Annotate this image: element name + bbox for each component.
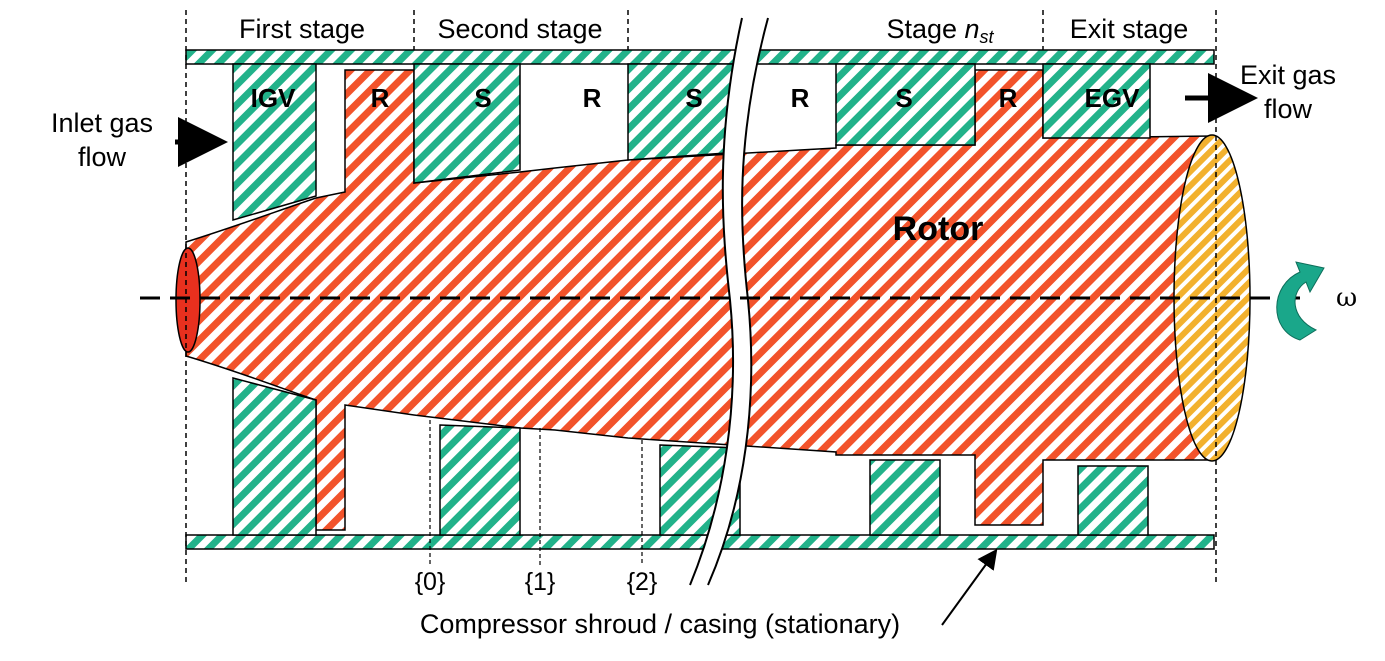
egv-upper [1042, 63, 1151, 139]
blade-label-egv: EGV [1085, 83, 1141, 113]
stage-label-second: Second stage [437, 14, 602, 44]
blade-label-s1: S [474, 83, 491, 113]
blade-label-s3: S [895, 83, 912, 113]
hub-inlet-face [175, 247, 201, 353]
lower-casing [185, 534, 1215, 550]
upper-casing [185, 49, 1215, 65]
stage-label-exit: Exit stage [1070, 14, 1189, 44]
omega-label: ω [1336, 283, 1357, 313]
break-line-right [707, 17, 769, 586]
stator3-lower [869, 459, 941, 536]
stage-label-nst: Stage nst [886, 14, 994, 47]
blade-label-r3: R [791, 83, 810, 113]
blade-label-r4: R [999, 83, 1018, 113]
blade-label-s2: S [685, 83, 702, 113]
blade-label-r1: R [371, 83, 390, 113]
rotor-label: Rotor [893, 210, 984, 248]
station-label-2: {2} [627, 568, 658, 596]
igv-lower [232, 377, 317, 536]
break-gap [690, 18, 768, 585]
blade-label-igv: IGV [251, 83, 296, 113]
rotation-arrow-icon [1276, 261, 1325, 341]
igv-upper [232, 63, 317, 221]
egv-lower [1077, 465, 1149, 536]
casing-leader-arrow [941, 548, 998, 626]
break-line-left [689, 17, 743, 586]
stator1-lower [439, 424, 521, 536]
stator1-upper [413, 63, 521, 184]
blade-label-r2: R [583, 83, 602, 113]
station-label-1: {1} [525, 568, 556, 596]
stage-label-first: First stage [239, 14, 365, 44]
stator3-upper [835, 63, 976, 146]
casing-label: Compressor shroud / casing (stationary) [420, 609, 900, 639]
station-label-0: {0} [415, 568, 446, 596]
